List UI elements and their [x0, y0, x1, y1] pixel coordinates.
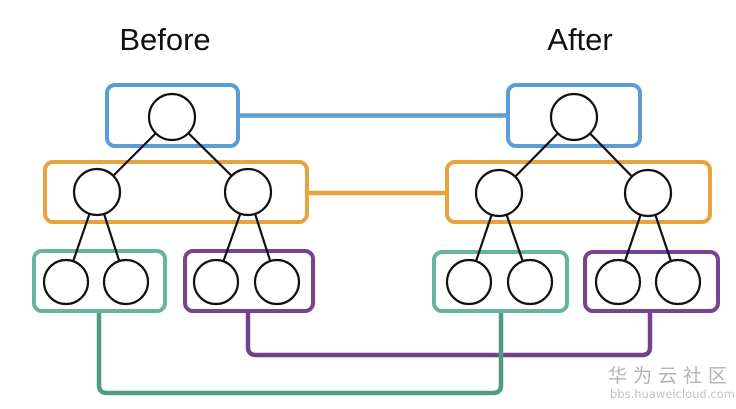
before-internal-node-right: [223, 167, 273, 217]
after-leaf-node-3: [594, 258, 642, 306]
watermark-site-text: bbs.huaweicloud.com: [610, 387, 735, 401]
after-root-node: [549, 92, 599, 142]
after-leaf-node-4: [654, 258, 702, 306]
before-root-node: [147, 92, 197, 142]
after-internal-node-left: [474, 168, 524, 218]
before-leaf-node-2: [102, 258, 150, 306]
before-leaf-node-4: [253, 258, 301, 306]
watermark-brand-text: 华为云社区: [608, 365, 733, 387]
before-leaf-node-1: [42, 258, 90, 306]
after-title: After: [547, 22, 612, 57]
before-leaf-node-3: [192, 258, 240, 306]
before-internal-node-left: [72, 167, 122, 217]
before-title: Before: [119, 22, 210, 57]
purple-leaf-group-link-line: [245, 309, 653, 358]
after-leaf-node-1: [445, 258, 493, 306]
after-internal-node-right: [623, 168, 673, 218]
teal-leaf-group-link-line: [96, 309, 504, 396]
after-leaf-node-2: [506, 258, 554, 306]
